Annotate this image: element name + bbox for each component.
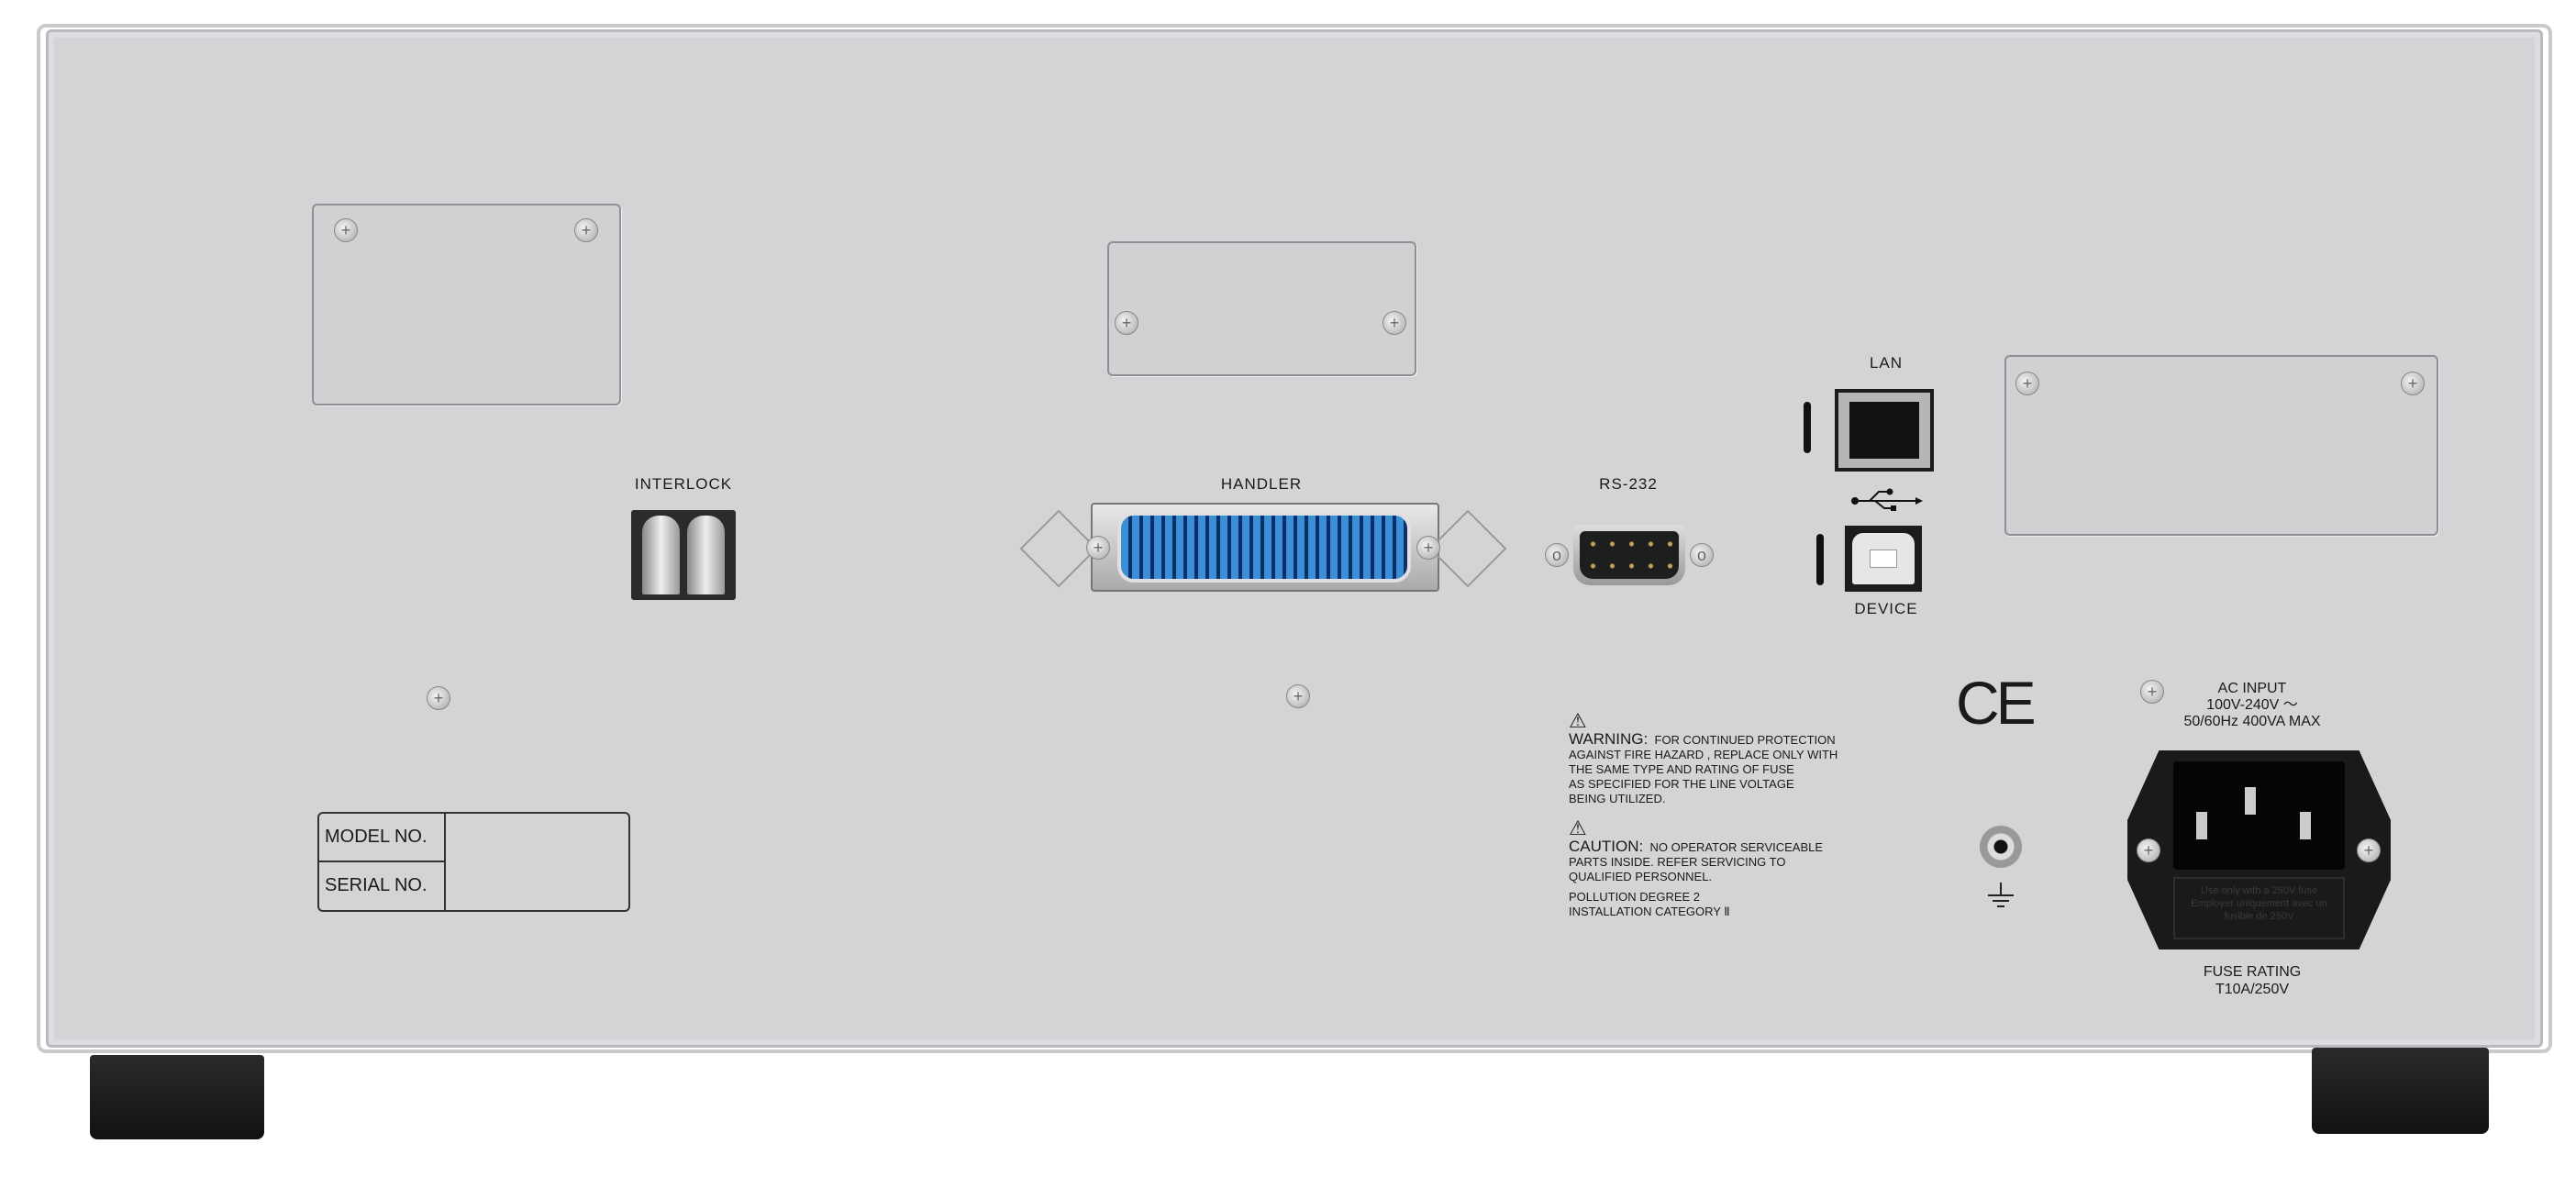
installation-category: INSTALLATION CATEGORY Ⅱ [1569, 905, 1730, 918]
fuse-drawer-text: Use only with a 250V fuse [2200, 885, 2318, 896]
usb-device-port[interactable] [1845, 526, 1922, 592]
fuse-rating-title: FUSE RATING [2203, 964, 2302, 980]
rs232-label: RS-232 [1599, 475, 1658, 493]
screw-icon: + [1115, 311, 1138, 335]
warning-text: FOR CONTINUED PROTECTION [1654, 733, 1836, 747]
caution-text: NO OPERATOR SERVICEABLE [1649, 840, 1824, 854]
warning-text: AS SPECIFIED FOR THE LINE VOLTAGE [1569, 777, 1794, 791]
ac-input-voltage: 100V-240V ～ [2206, 697, 2298, 713]
screw-icon: + [2140, 680, 2164, 704]
screw-icon: + [1286, 684, 1310, 708]
warning-triangle-icon: ⚠ [1569, 709, 1587, 732]
device-label: DEVICE [1854, 600, 1918, 617]
terminal-screw-icon [642, 516, 680, 594]
warning-text: THE SAME TYPE AND RATING OF FUSE [1569, 762, 1794, 776]
warning-title: WARNING: [1569, 730, 1649, 748]
screw-icon: + [427, 686, 450, 710]
usb-icon [1849, 488, 1923, 512]
ac-input-frequency: 50/60Hz 400VA MAX [2183, 714, 2321, 729]
screw-icon: + [2401, 372, 2425, 395]
caution-title: CAUTION: [1569, 838, 1644, 855]
serial-no-label: SERIAL NO. [319, 862, 446, 910]
slot-indicator [1816, 534, 1824, 585]
screw-icon: o [1690, 543, 1714, 567]
handler-connector[interactable]: + + [1019, 503, 1507, 592]
right-foot [2312, 1048, 2489, 1134]
ground-terminal[interactable] [1980, 826, 2022, 868]
lan-port[interactable] [1835, 389, 1934, 472]
warning-text: BEING UTILIZED. [1569, 792, 1666, 805]
ground-icon [1985, 883, 2016, 910]
left-foot [90, 1055, 264, 1139]
screw-icon: + [1086, 536, 1110, 560]
fuse-drawer-text: Employer uniquement avec un fusible de 2… [2191, 898, 2327, 922]
rs232-connector[interactable]: o o [1541, 523, 1717, 587]
ce-mark: CE [1956, 669, 2037, 737]
screw-icon: o [1545, 543, 1569, 567]
screw-icon: + [2357, 838, 2381, 862]
slot-indicator [1804, 402, 1811, 453]
chassis-frame [37, 24, 2552, 1053]
ac-input-label: AC INPUT 100V-240V ～ 50/60Hz 400VA MAX [2165, 681, 2339, 730]
handler-pins [1117, 512, 1411, 583]
terminal-screw-icon [687, 516, 725, 594]
option-slot-cover-3: + + [2004, 355, 2438, 536]
screw-icon: + [1416, 536, 1440, 560]
handler-label: HANDLER [1220, 475, 1303, 493]
screw-icon: + [334, 218, 358, 242]
model-no-label: MODEL NO. [319, 814, 446, 862]
screw-icon: + [1382, 311, 1406, 335]
model-serial-plate: MODEL NO. SERIAL NO. [317, 812, 630, 912]
iec-power-socket[interactable] [2173, 761, 2345, 870]
screw-icon: + [2137, 838, 2160, 862]
caution-triangle-icon: ⚠ [1569, 816, 1587, 839]
interlock-terminal[interactable] [631, 510, 736, 600]
lan-label: LAN [1869, 354, 1904, 372]
interlock-label: INTERLOCK [634, 475, 733, 493]
fuse-drawer[interactable]: Use only with a 250V fuse Employer uniqu… [2173, 877, 2345, 939]
screw-icon: + [574, 218, 598, 242]
screw-icon: + [2015, 372, 2039, 395]
warning-block: ⚠ WARNING: FOR CONTINUED PROTECTION AGAI… [1569, 710, 1871, 919]
fuse-rating-label: FUSE RATING T10A/250V [2165, 963, 2339, 998]
pollution-degree: POLLUTION DEGREE 2 [1569, 890, 1701, 904]
fuse-rating-value: T10A/250V [2215, 982, 2290, 997]
caution-text: PARTS INSIDE. REFER SERVICING TO [1569, 855, 1786, 869]
rear-panel [46, 29, 2543, 1048]
ac-power-inlet-module[interactable]: Use only with a 250V fuse Employer uniqu… [2127, 750, 2391, 949]
caution-text: QUALIFIED PERSONNEL. [1569, 870, 1713, 883]
option-slot-cover-2: + + [1107, 241, 1416, 376]
warning-text: AGAINST FIRE HAZARD , REPLACE ONLY WITH [1569, 748, 1838, 761]
option-slot-cover-1: + + [312, 204, 621, 405]
ac-input-title: AC INPUT [2217, 681, 2287, 696]
